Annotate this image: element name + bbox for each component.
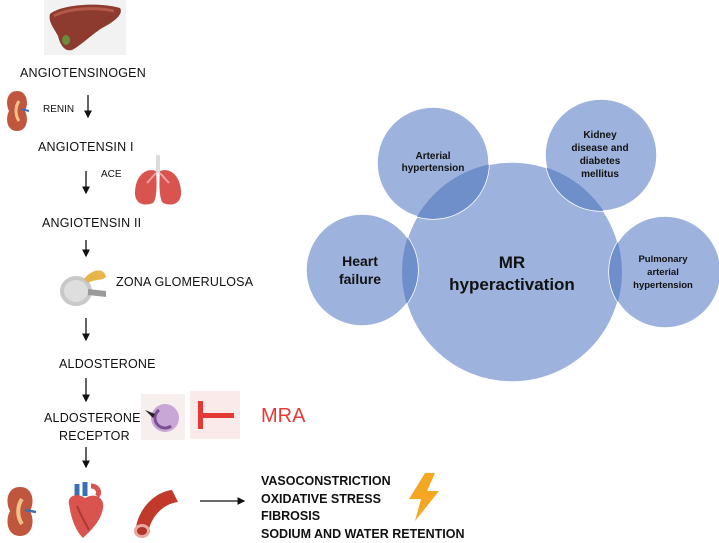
arterial-label-line2: hypertension — [402, 163, 465, 174]
kidney-icon — [7, 91, 29, 131]
heart-icon — [68, 482, 104, 538]
adrenal-gland-icon — [60, 270, 106, 306]
lightning-icon — [409, 473, 439, 521]
angiotensinogen-label: ANGIOTENSINOGEN — [20, 66, 146, 80]
blood-vessel-icon — [134, 490, 178, 538]
kidney-label-line4: mellitus — [581, 169, 619, 180]
kidney-icon — [7, 487, 36, 536]
effect-item: FIBROSIS — [261, 509, 321, 523]
inhibition-icon — [190, 391, 240, 439]
liver-icon — [44, 0, 126, 55]
kidney-label-line1: Kidney — [583, 130, 617, 141]
effects-list: VASOCONSTRICTION OXIDATIVE STRESS FIBROS… — [261, 473, 464, 543]
center-label-line1: MR — [499, 253, 525, 272]
effect-item: VASOCONSTRICTION — [261, 474, 391, 488]
center-label-line2: hyperactivation — [449, 275, 575, 294]
arterial-label-line1: Arterial — [415, 151, 450, 162]
lungs-icon — [135, 155, 181, 205]
pulmonary-label-line3: hypertension — [633, 280, 693, 291]
pathway-arrows — [82, 95, 246, 505]
heart-failure-label-line1: Heart — [342, 253, 378, 269]
pulmonary-label-line1: Pulmonary — [638, 254, 688, 265]
angiotensin-i-label: ANGIOTENSIN I — [38, 140, 134, 154]
aldosterone-receptor-label-line1: ALDOSTERONE — [44, 411, 141, 425]
receptor-icon — [141, 394, 185, 440]
mr-hyperactivation-diagram: MR hyperactivation Heart failure Arteria… — [305, 98, 719, 383]
heart-failure-circle — [305, 213, 419, 327]
mra-label: MRA — [261, 405, 306, 427]
kidney-label-line3: diabetes — [580, 156, 621, 167]
ace-label: ACE — [101, 169, 122, 180]
angiotensin-ii-label: ANGIOTENSIN II — [42, 216, 142, 230]
aldosterone-label: ALDOSTERONE — [59, 357, 156, 371]
renin-label: RENIN — [43, 104, 75, 115]
heart-failure-label-line2: failure — [339, 271, 381, 287]
kidney-label-line2: disease and — [571, 143, 628, 154]
aldosterone-receptor-label-line2: RECEPTOR — [59, 429, 130, 443]
effect-item: SODIUM AND WATER RETENTION — [261, 526, 465, 541]
pulmonary-label-line2: arterial — [647, 267, 679, 278]
zona-glomerulosa-label: ZONA GLOMERULOSA — [116, 275, 254, 289]
effect-item: OXIDATIVE STRESS — [261, 491, 381, 506]
